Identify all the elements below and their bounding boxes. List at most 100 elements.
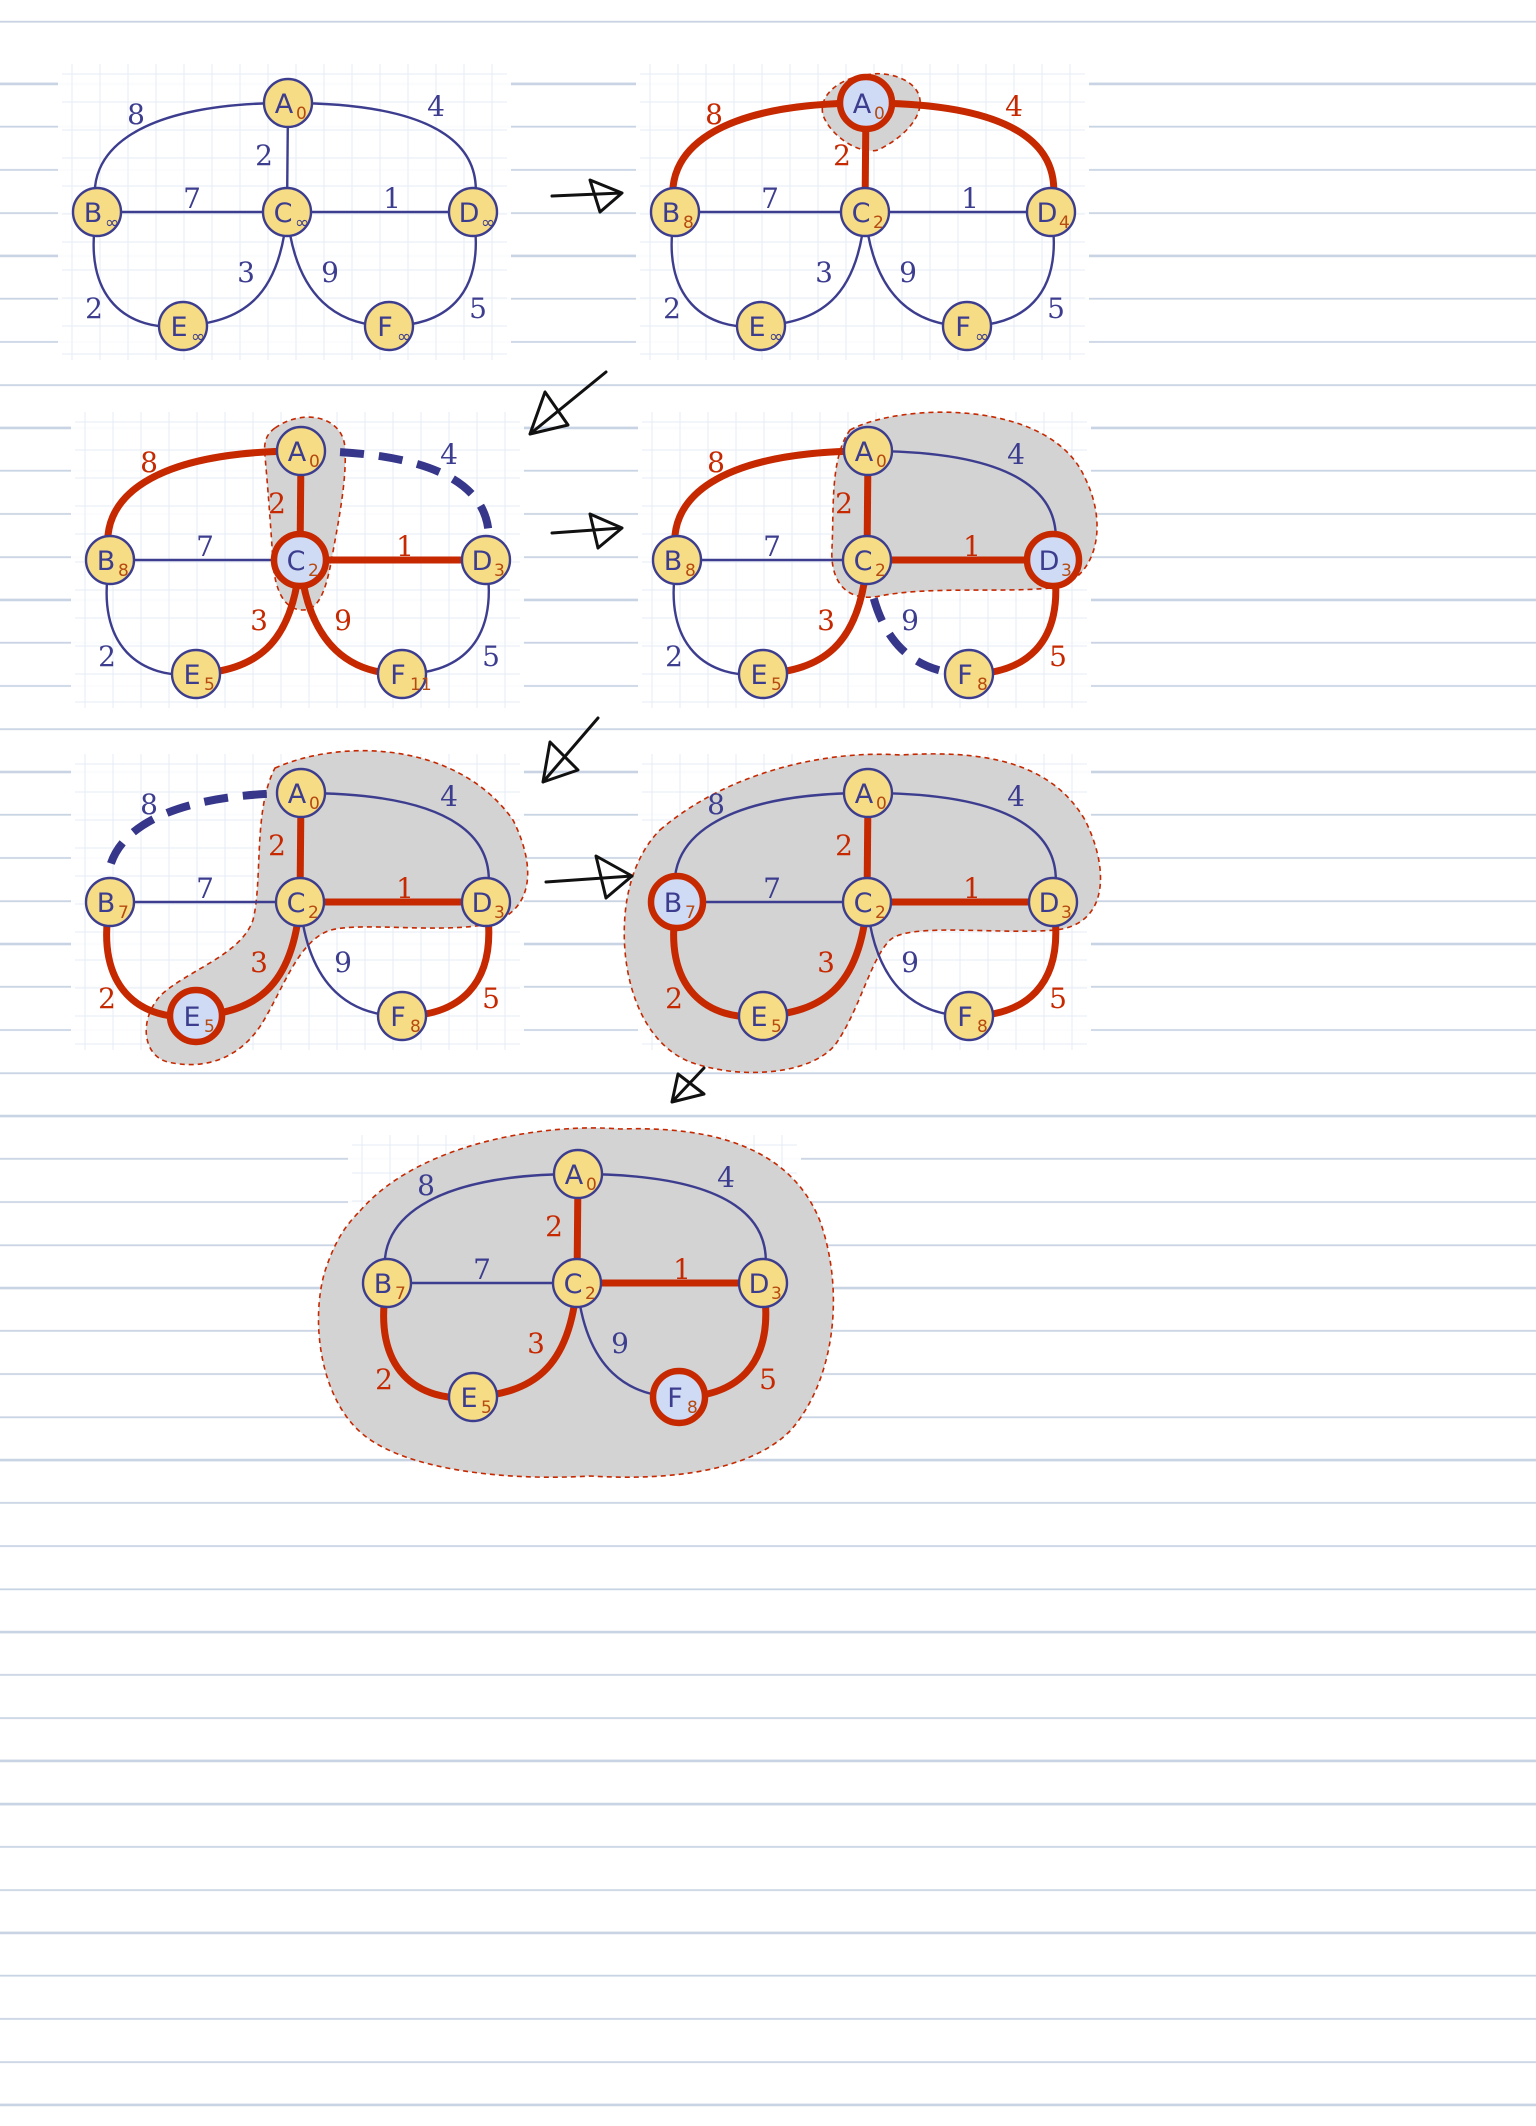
edge-weight-AC: 2 bbox=[835, 829, 853, 862]
node-label: D bbox=[1039, 546, 1060, 577]
edge-weight-CE: 3 bbox=[250, 604, 268, 637]
node-distance: 8 bbox=[685, 561, 696, 581]
node-label: A bbox=[855, 779, 874, 810]
edge-weight-CF: 9 bbox=[334, 946, 352, 979]
node-label: E bbox=[460, 1383, 477, 1414]
node-distance: 7 bbox=[118, 903, 129, 923]
edge-weight-BE: 2 bbox=[665, 640, 683, 673]
node-E: E∞ bbox=[157, 300, 209, 352]
edge-AD bbox=[300, 447, 493, 561]
edge-weight-AB: 8 bbox=[140, 788, 158, 821]
node-F: F∞ bbox=[941, 300, 993, 352]
node-label: B bbox=[97, 546, 116, 577]
edge-CF bbox=[863, 559, 970, 678]
node-label: D bbox=[459, 198, 480, 229]
node-distance: 5 bbox=[204, 675, 215, 695]
node-label: B bbox=[374, 1269, 393, 1300]
edge-weight-AB: 8 bbox=[127, 98, 145, 131]
node-label: B bbox=[664, 888, 683, 919]
node-label: C bbox=[564, 1269, 583, 1300]
node-distance: 3 bbox=[771, 1284, 782, 1304]
arrow-step6-to-step7 bbox=[670, 1066, 706, 1104]
node-distance: 3 bbox=[1061, 903, 1072, 923]
node-label: D bbox=[1037, 198, 1058, 229]
node-label: A bbox=[565, 1160, 584, 1191]
edge-weight-BC: 7 bbox=[196, 872, 214, 905]
edge-weight-AB: 8 bbox=[707, 788, 725, 821]
node-distance: 5 bbox=[204, 1017, 215, 1037]
node-label: C bbox=[854, 546, 873, 577]
node-distance: 0 bbox=[309, 794, 320, 814]
node-label: C bbox=[274, 198, 293, 229]
edge-weight-AC: 2 bbox=[268, 487, 286, 520]
node-label: C bbox=[287, 546, 306, 577]
node-distance: 0 bbox=[876, 452, 887, 472]
node-label: E bbox=[748, 312, 765, 343]
edge-weight-CF: 9 bbox=[901, 604, 919, 637]
node-distance: 2 bbox=[585, 1284, 596, 1304]
edge-weight-CD: 1 bbox=[963, 530, 981, 563]
node-distance: ∞ bbox=[295, 213, 309, 233]
edge-weight-CD: 1 bbox=[383, 182, 401, 215]
edge-weight-DF: 5 bbox=[1049, 640, 1067, 673]
edge-weight-AC: 2 bbox=[268, 829, 286, 862]
edge-weight-CF: 9 bbox=[901, 946, 919, 979]
node-label: F bbox=[667, 1383, 683, 1414]
edge-weight-AC: 2 bbox=[255, 139, 273, 172]
node-distance: 0 bbox=[296, 104, 307, 124]
node-distance: 8 bbox=[977, 675, 988, 695]
edge-weight-CD: 1 bbox=[673, 1253, 691, 1286]
edge-weight-AB: 8 bbox=[140, 446, 158, 479]
node-distance: ∞ bbox=[397, 327, 411, 347]
node-distance: 5 bbox=[771, 675, 782, 695]
node-distance: ∞ bbox=[105, 213, 119, 233]
node-label: A bbox=[275, 89, 294, 120]
node-label: B bbox=[84, 198, 103, 229]
node-label: B bbox=[664, 546, 683, 577]
node-label: A bbox=[855, 437, 874, 468]
edge-weight-DF: 5 bbox=[1047, 292, 1065, 325]
node-label: E bbox=[183, 660, 200, 691]
node-label: D bbox=[472, 546, 493, 577]
edge-weight-CD: 1 bbox=[396, 872, 414, 905]
edge-weight-AD: 4 bbox=[1007, 438, 1025, 471]
edge-weight-BC: 7 bbox=[196, 530, 214, 563]
edge-weight-AB: 8 bbox=[417, 1169, 435, 1202]
node-distance: 8 bbox=[118, 561, 129, 581]
node-distance: 3 bbox=[494, 561, 505, 581]
node-distance: 0 bbox=[876, 794, 887, 814]
node-label: A bbox=[288, 779, 307, 810]
edge-weight-DF: 5 bbox=[1049, 982, 1067, 1015]
edge-weight-DF: 5 bbox=[482, 982, 500, 1015]
edge-weight-AD: 4 bbox=[427, 90, 445, 123]
node-B: B∞ bbox=[71, 186, 123, 238]
edge-weight-BE: 2 bbox=[665, 982, 683, 1015]
arrow-step1-to-step2 bbox=[550, 178, 624, 214]
node-label: F bbox=[377, 312, 393, 343]
node-distance: ∞ bbox=[481, 213, 495, 233]
edge-weight-CE: 3 bbox=[817, 946, 835, 979]
edge-weight-BE: 2 bbox=[85, 292, 103, 325]
arrow-step4-to-step5 bbox=[541, 716, 600, 784]
node-distance: 2 bbox=[308, 561, 319, 581]
